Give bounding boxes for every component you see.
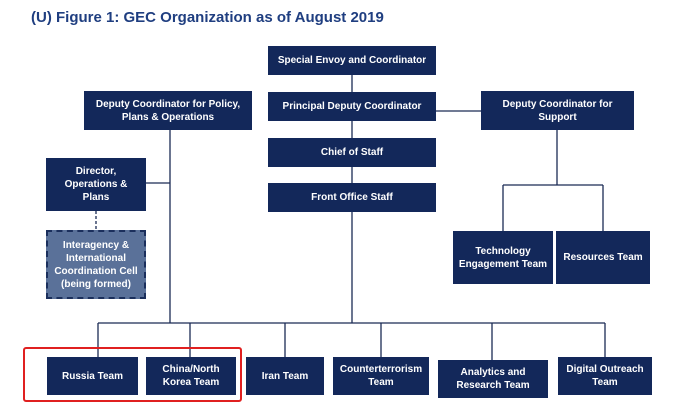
box-analytics-research-team: Analytics and Research Team xyxy=(438,360,548,398)
highlight-outline xyxy=(23,347,242,402)
box-counterterrorism-team: Counterterrorism Team xyxy=(333,357,429,395)
box-resources: Resources Team xyxy=(556,231,650,284)
box-deputy-support: Deputy Coordinator for Support xyxy=(481,91,634,130)
box-iran-team: Iran Team xyxy=(246,357,324,395)
box-director-operations: Director, Operations & Plans xyxy=(46,158,146,211)
box-technology-engagement: Technology Engagement Team xyxy=(453,231,553,284)
box-deputy-policy: Deputy Coordinator for Policy, Plans & O… xyxy=(84,91,252,130)
box-china-north-korea-team: China/North Korea Team xyxy=(146,357,236,395)
box-russia-team: Russia Team xyxy=(47,357,138,395)
box-special-envoy: Special Envoy and Coordinator xyxy=(268,46,436,75)
box-interagency-cell: Interagency & International Coordination… xyxy=(46,230,146,299)
box-principal-deputy: Principal Deputy Coordinator xyxy=(268,92,436,121)
box-chief-of-staff: Chief of Staff xyxy=(268,138,436,167)
box-front-office: Front Office Staff xyxy=(268,183,436,212)
box-digital-outreach-team: Digital Outreach Team xyxy=(558,357,652,395)
figure-title: (U) Figure 1: GEC Organization as of Aug… xyxy=(31,9,384,26)
